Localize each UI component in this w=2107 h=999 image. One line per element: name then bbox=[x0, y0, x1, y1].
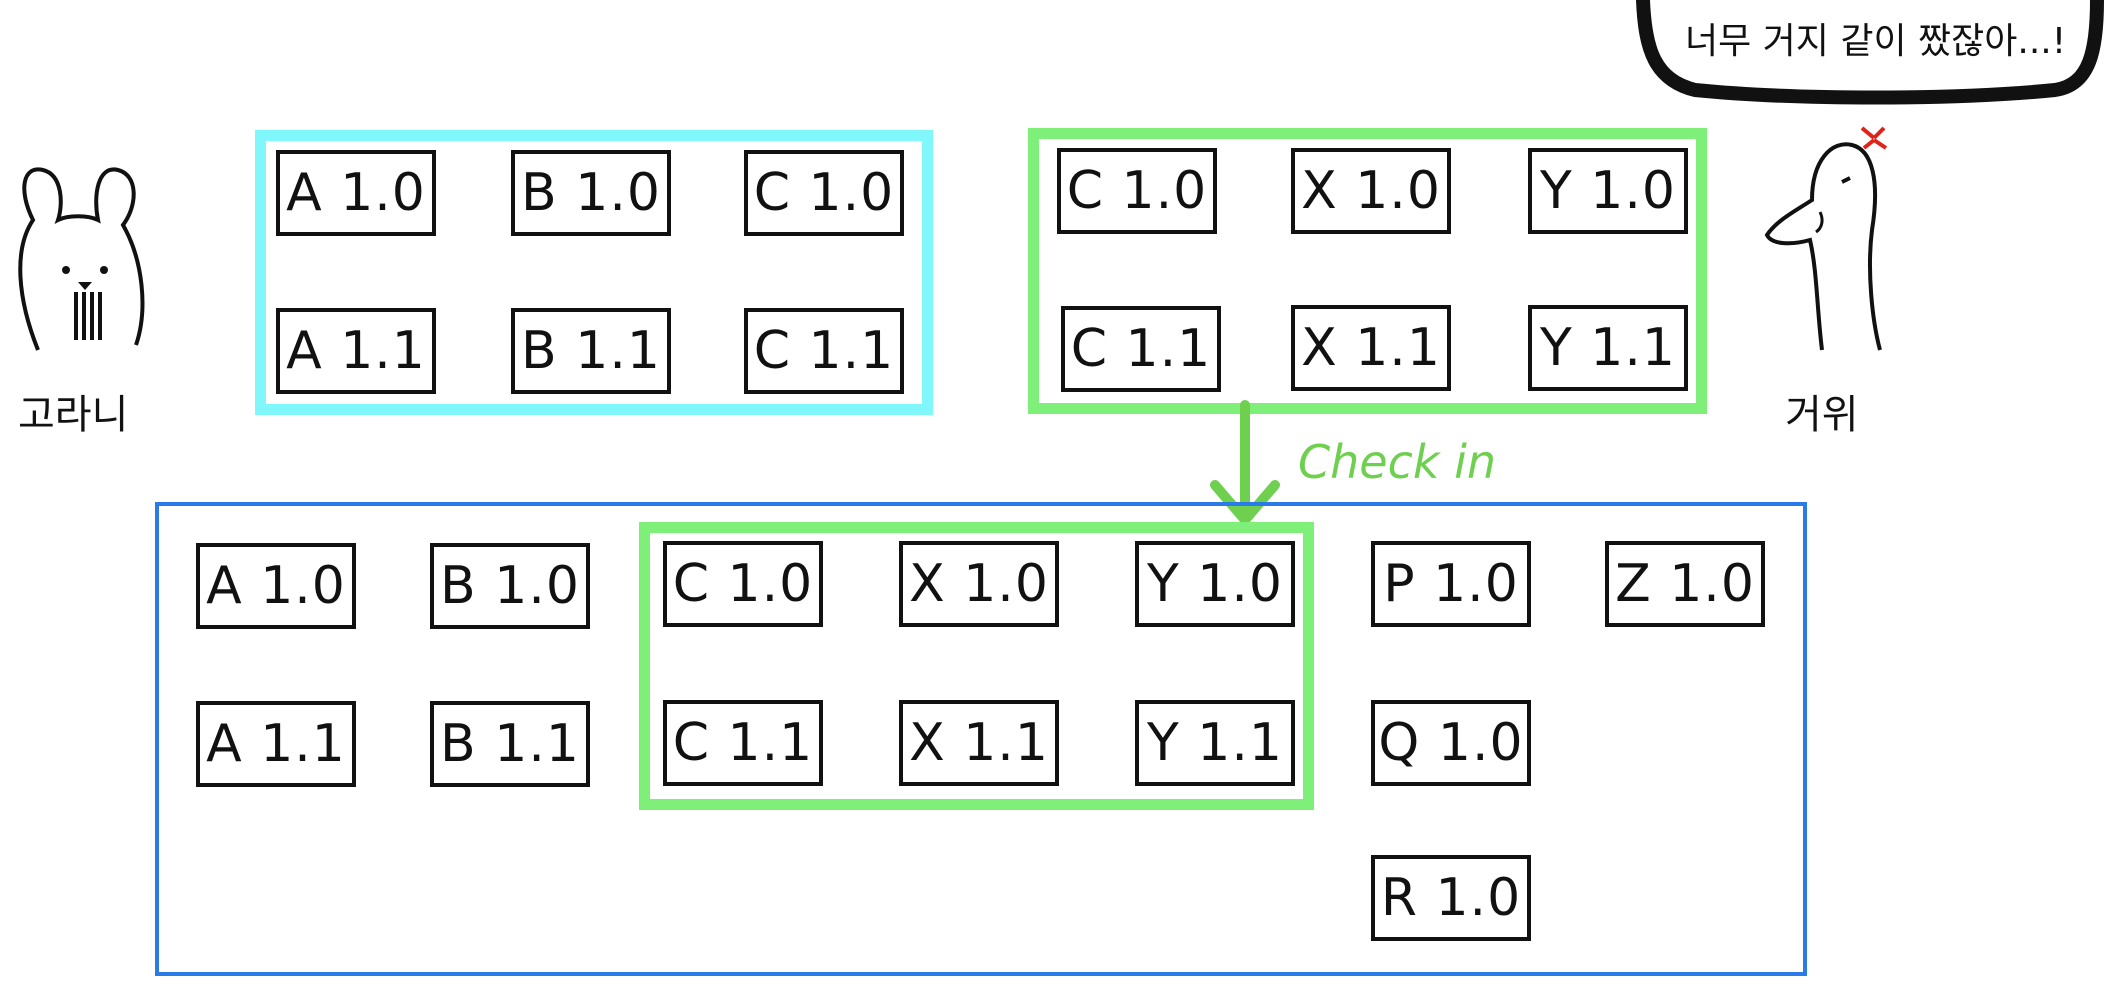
check-in-label: Check in bbox=[1298, 435, 1497, 489]
repo-box-c-1-1: C 1.1 bbox=[663, 700, 823, 786]
repo-box-z-1-0: Z 1.0 bbox=[1605, 541, 1765, 627]
repo-box-a-1-1: A 1.1 bbox=[196, 701, 356, 787]
speech-bubble: 너무 거지 같이 짰잖아...! bbox=[1635, 0, 2104, 108]
anger-mark-icon bbox=[1860, 126, 1888, 150]
repo-box-p-1-0: P 1.0 bbox=[1371, 541, 1531, 627]
checked-in-frame bbox=[639, 522, 1314, 810]
check-in-arrow bbox=[1210, 400, 1280, 525]
left-workspace-frame bbox=[255, 130, 933, 415]
right-box-x-1-1: X 1.1 bbox=[1291, 305, 1451, 391]
repo-box-q-1-0: Q 1.0 bbox=[1371, 700, 1531, 786]
right-box-x-1-0: X 1.0 bbox=[1291, 148, 1451, 234]
repository-frame bbox=[155, 502, 1807, 976]
deer-character-icon bbox=[18, 167, 145, 351]
right-workspace-frame bbox=[1028, 128, 1707, 414]
repo-box-y-1-0: Y 1.0 bbox=[1135, 541, 1295, 627]
goose-character-icon bbox=[1764, 126, 1888, 351]
speech-bubble-outline bbox=[1636, 0, 2104, 105]
left-box-a-1-1: A 1.1 bbox=[276, 308, 436, 394]
repo-box-y-1-1: Y 1.1 bbox=[1135, 700, 1295, 786]
right-box-c-1-0: C 1.0 bbox=[1057, 148, 1217, 234]
left-character-name: 고라니 bbox=[18, 392, 129, 438]
speech-text: 너무 거지 같이 짰잖아...! bbox=[1685, 21, 2067, 62]
repo-box-r-1-0: R 1.0 bbox=[1371, 855, 1531, 941]
left-box-c-1-0: C 1.0 bbox=[744, 150, 904, 236]
repo-box-b-1-0: B 1.0 bbox=[430, 543, 590, 629]
repo-box-a-1-0: A 1.0 bbox=[196, 543, 356, 629]
left-box-c-1-1: C 1.1 bbox=[744, 308, 904, 394]
right-character-name: 거위 bbox=[1785, 392, 1859, 438]
repo-box-c-1-0: C 1.0 bbox=[663, 541, 823, 627]
left-box-a-1-0: A 1.0 bbox=[276, 150, 436, 236]
right-box-y-1-0: Y 1.0 bbox=[1528, 148, 1688, 234]
left-box-b-1-0: B 1.0 bbox=[511, 150, 671, 236]
repo-box-x-1-0: X 1.0 bbox=[899, 541, 1059, 627]
repo-box-x-1-1: X 1.1 bbox=[899, 700, 1059, 786]
right-box-y-1-1: Y 1.1 bbox=[1528, 305, 1688, 391]
left-box-b-1-1: B 1.1 bbox=[511, 308, 671, 394]
right-box-c-1-1: C 1.1 bbox=[1061, 306, 1221, 392]
repo-box-b-1-1: B 1.1 bbox=[430, 701, 590, 787]
